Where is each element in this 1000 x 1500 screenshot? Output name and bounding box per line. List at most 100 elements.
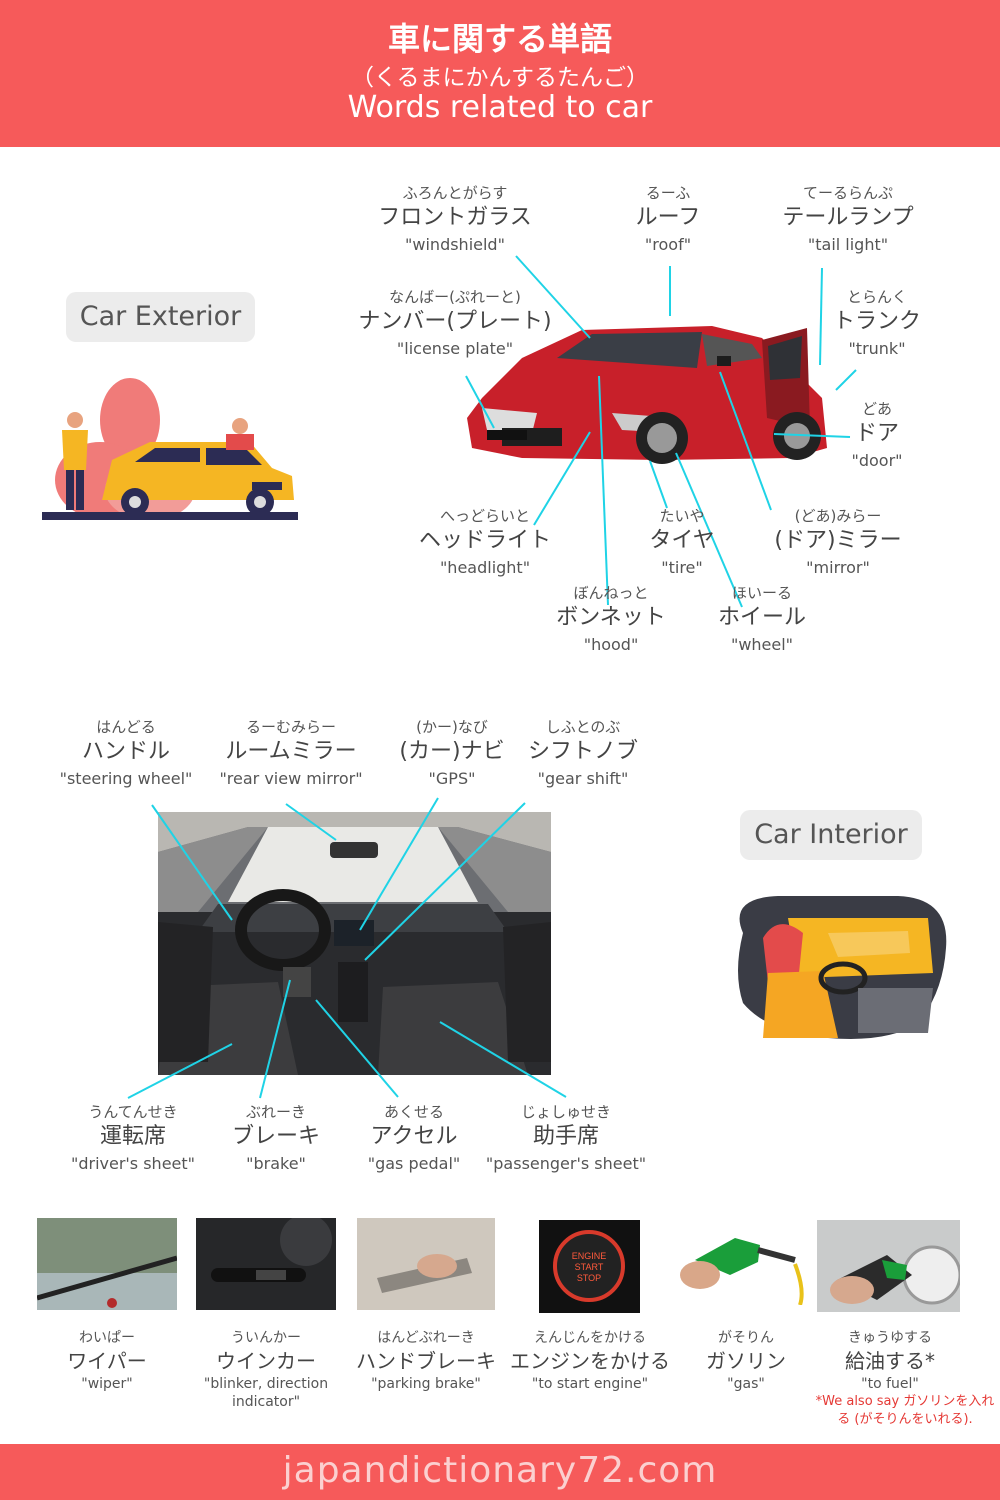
engine-button-label-1: ENGINE [572, 1251, 607, 1261]
furigana: (かー)なび [416, 718, 488, 736]
term-jp: ガソリン [706, 1349, 786, 1373]
furigana: たいや [659, 507, 705, 525]
term-jp: (ドア)ミラー [774, 528, 902, 553]
term-en: "passenger's sheet" [485, 1154, 647, 1173]
term-jp: ドア [854, 421, 899, 446]
term-jp: ヘッドライト [418, 528, 551, 553]
term-en: "windshield" [405, 235, 505, 254]
footer-banner: japandictionary72.com [0, 1444, 1000, 1500]
term-blinker: ういんかー ウインカー "blinker, direction indicato… [192, 1329, 340, 1411]
term-en: "mirror" [806, 558, 870, 577]
term-en: "to fuel" [861, 1376, 919, 1392]
term-jp: フロントガラス [378, 205, 532, 230]
red-car-photo [467, 326, 827, 464]
furigana: うんてんせき [88, 1103, 178, 1121]
term-en: "wheel" [730, 635, 794, 654]
title-kana: （くるまにかんするたんご） [350, 65, 650, 91]
furigana: てーるらんぷ [802, 184, 893, 202]
term-license-plate: なんばー(ぷれーと) ナンバー(プレート) "license plate" [340, 288, 570, 360]
engine-button-label-3: STOP [577, 1273, 601, 1283]
term-en: "wiper" [81, 1376, 133, 1392]
term-en: "rear view mirror" [219, 769, 363, 788]
term-to-fuel: きゅうゆする 給油する* "to fuel" [820, 1329, 960, 1393]
furigana: ぶれーき [245, 1103, 306, 1121]
furigana: るーふ [645, 184, 691, 202]
term-en: "hood" [583, 635, 639, 654]
term-jp: ルーフ [635, 205, 701, 230]
car-exterior-illustration [42, 378, 298, 520]
term-en: "headlight" [439, 558, 531, 577]
term-steering-wheel: はんどる ハンドル "steering wheel" [46, 718, 206, 790]
header-banner: 車に関する単語 （くるまにかんするたんご） Words related to c… [0, 0, 1000, 147]
term-roof: るーふ ルーフ "roof" [600, 184, 736, 256]
term-jp: タイヤ [649, 528, 715, 553]
car-interior-label: Car Interior [740, 810, 922, 860]
term-jp: トランク [832, 309, 921, 334]
term-jp: ボンネット [556, 605, 666, 630]
term-en: "gas pedal" [367, 1154, 461, 1173]
term-windshield: ふろんとがらす フロントガラス "windshield" [350, 184, 560, 256]
furigana: ういんかー [231, 1330, 301, 1346]
term-trunk: とらんく トランク "trunk" [822, 288, 932, 360]
term-en: "driver's sheet" [70, 1154, 196, 1173]
term-en: "steering wheel" [59, 769, 193, 788]
term-en: "parking brake" [371, 1376, 481, 1392]
term-en: "tire" [661, 558, 703, 577]
engine-button-label-2: START [575, 1262, 604, 1272]
term-jp: ハンドル [81, 739, 170, 764]
term-en: "door" [851, 451, 903, 470]
term-jp: ウインカー [216, 1349, 316, 1373]
term-tire: たいや タイヤ "tire" [634, 507, 730, 579]
term-en: "blinker, direction indicator" [203, 1376, 329, 1410]
term-jp: ルームミラー [225, 739, 357, 764]
term-hood: ぼんねっと ボンネット "hood" [546, 584, 676, 656]
term-passengers-seat: じょしゅせき 助手席 "passenger's sheet" [478, 1103, 654, 1175]
term-tail-light: てーるらんぷ テールランプ "tail light" [760, 184, 936, 256]
term-en: "trunk" [848, 339, 906, 358]
furigana: ふろんとがらす [402, 184, 508, 202]
term-headlight: へっどらいと ヘッドライト "headlight" [410, 507, 560, 579]
term-jp: アクセル [370, 1124, 458, 1149]
term-en: "to start engine" [531, 1376, 649, 1392]
parking-brake-photo [357, 1218, 495, 1310]
term-jp: (カー)ナビ [399, 739, 505, 764]
term-jp: 助手席 [532, 1124, 599, 1149]
engine-start-button-photo: ENGINE START STOP [539, 1220, 640, 1313]
term-jp: ブレーキ [231, 1124, 320, 1149]
car-interior-illustration [738, 896, 947, 1039]
term-jp: ナンバー(プレート) [358, 309, 552, 334]
blinker-photo [196, 1218, 336, 1310]
furigana: るーむみらー [245, 718, 336, 736]
term-jp: 運転席 [99, 1124, 166, 1149]
term-jp: 給油する* [845, 1349, 935, 1373]
furigana: じょしゅせき [520, 1103, 611, 1121]
furigana: ぼんねっと [573, 584, 649, 602]
gasoline-nozzle-photo [670, 1220, 810, 1305]
term-jp: ホイール [717, 605, 806, 630]
term-en: "license plate" [396, 339, 514, 358]
site-url: japandictionary72.com [282, 1450, 718, 1491]
term-gear-shift: しふとのぶ シフトノブ "gear shift" [520, 718, 646, 790]
fueling-photo [817, 1220, 960, 1312]
term-rear-view-mirror: るーむみらー ルームミラー "rear view mirror" [208, 718, 374, 790]
furigana: (どあ)みらー [794, 507, 882, 525]
title-japanese: 車に関する単語 [387, 20, 612, 58]
term-en: "gear shift" [537, 769, 629, 788]
title-english: Words related to car [347, 90, 653, 125]
term-wheel: ほいーる ホイール "wheel" [706, 584, 818, 656]
fueling-note: *We also say ガソリンを入れる (がそりんをいれる). [815, 1394, 995, 1427]
furigana: きゅうゆする [848, 1330, 932, 1346]
term-jp: エンジンをかける [510, 1349, 670, 1373]
term-jp: ハンドブレーキ [356, 1349, 496, 1373]
furigana: どあ [861, 400, 892, 418]
term-gas: がそりん ガソリン "gas" [686, 1329, 806, 1393]
term-en: "roof" [644, 235, 692, 254]
furigana: はんどる [96, 718, 156, 736]
wiper-photo [37, 1218, 177, 1310]
term-wiper: わいぱー ワイパー "wiper" [37, 1329, 177, 1393]
furigana: はんどぶれーき [377, 1330, 475, 1346]
term-mirror: (どあ)みらー (ドア)ミラー "mirror" [764, 507, 912, 579]
term-parking-brake: はんどぶれーき ハンドブレーキ "parking brake" [350, 1329, 502, 1393]
car-exterior-label: Car Exterior [66, 292, 255, 342]
